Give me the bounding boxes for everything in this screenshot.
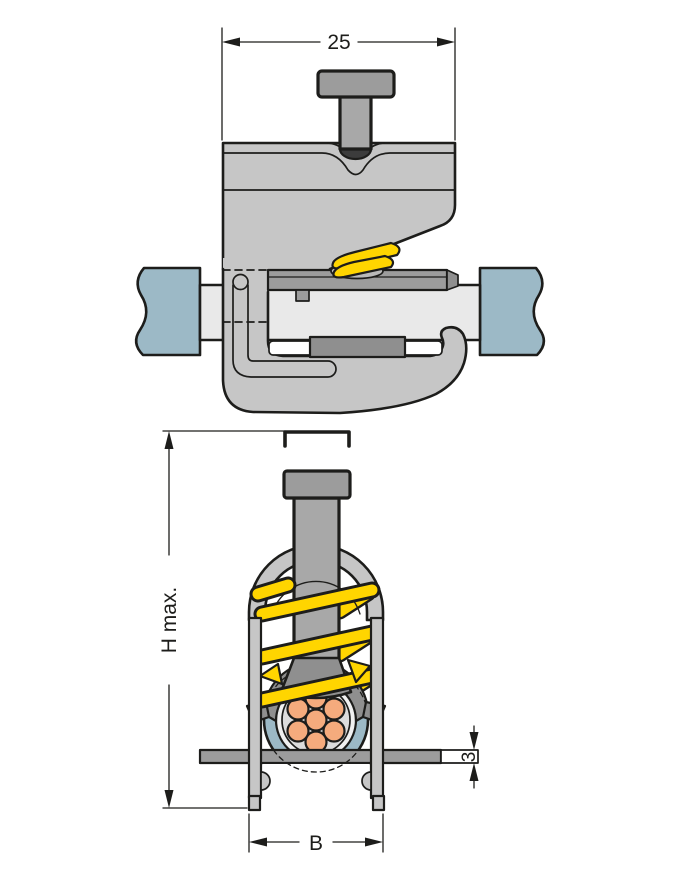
clamp-stirrup-arch — [247, 543, 385, 622]
dimension-25-label: 25 — [327, 31, 350, 54]
dim-arrow-left — [249, 837, 267, 847]
spring-coil — [331, 241, 401, 270]
latch-bump-right — [361, 771, 372, 791]
dim-arrow-up — [164, 431, 174, 449]
latch-bump-left — [260, 771, 271, 791]
conductor-wire — [286, 719, 310, 743]
cable-break-left — [134, 266, 202, 357]
spring-tip-left — [258, 662, 284, 686]
spring-front-strands — [249, 576, 381, 709]
height-reference-bracket — [283, 430, 351, 448]
cable-break-right — [478, 266, 546, 357]
foot-tab-right — [371, 794, 386, 812]
clamp-body-upper-outline — [221, 141, 457, 271]
screw-head — [316, 69, 396, 99]
dimension-b-label: B — [309, 832, 323, 855]
side-view-figure: 25 — [134, 27, 546, 415]
spring-end — [252, 579, 294, 600]
dimension-b: B — [248, 813, 384, 855]
conductor-wire — [322, 697, 346, 721]
clamp-screw-side — [316, 69, 396, 161]
stirrup-leg-left — [247, 616, 263, 800]
clamp-body-lower-fill — [223, 258, 467, 413]
clamp-top-strip-line — [222, 152, 456, 176]
pressure-plate-tab — [295, 289, 310, 302]
screw-head-front — [282, 469, 352, 500]
spring-strand — [256, 627, 378, 663]
dim-arrow-up — [469, 763, 479, 781]
dim-arrow-left — [222, 37, 240, 47]
dim-arrow-down — [469, 732, 479, 750]
front-view-figure: H max. — [158, 430, 480, 855]
spring-coil — [332, 254, 395, 279]
dim-arrow-down — [164, 790, 174, 808]
conductor-wire — [322, 719, 346, 743]
clamp-slot-detail — [232, 273, 337, 378]
dimension-h-max: H max. — [158, 430, 351, 809]
foot-tab-left — [247, 794, 262, 812]
spring-side-view — [331, 241, 401, 279]
dimension-3: 3 — [459, 725, 480, 789]
dim-arrow-right — [365, 837, 383, 847]
spring-strand — [256, 584, 378, 620]
dimension-h-label: H max. — [158, 587, 181, 654]
screw-shaft — [338, 92, 373, 151]
spring-tip-right — [346, 658, 372, 684]
stirrup-leg-right — [369, 616, 385, 800]
busbar-front — [198, 748, 443, 765]
busbar-end-section — [440, 749, 479, 764]
dimension-3-label: 3 — [459, 752, 480, 763]
dim-arrow-right — [437, 37, 455, 47]
slot-hole — [232, 273, 249, 291]
stirrup-legs — [247, 616, 386, 812]
dimension-25: 25 — [221, 27, 456, 141]
clamp-body-upper-fill — [223, 143, 455, 269]
hidden-cable-bottom-edge — [272, 749, 360, 773]
spring-strand — [256, 670, 378, 706]
j-slot-outline — [232, 284, 337, 378]
lower-contact-block — [308, 335, 407, 359]
pressure-plate-bevel — [446, 269, 459, 291]
